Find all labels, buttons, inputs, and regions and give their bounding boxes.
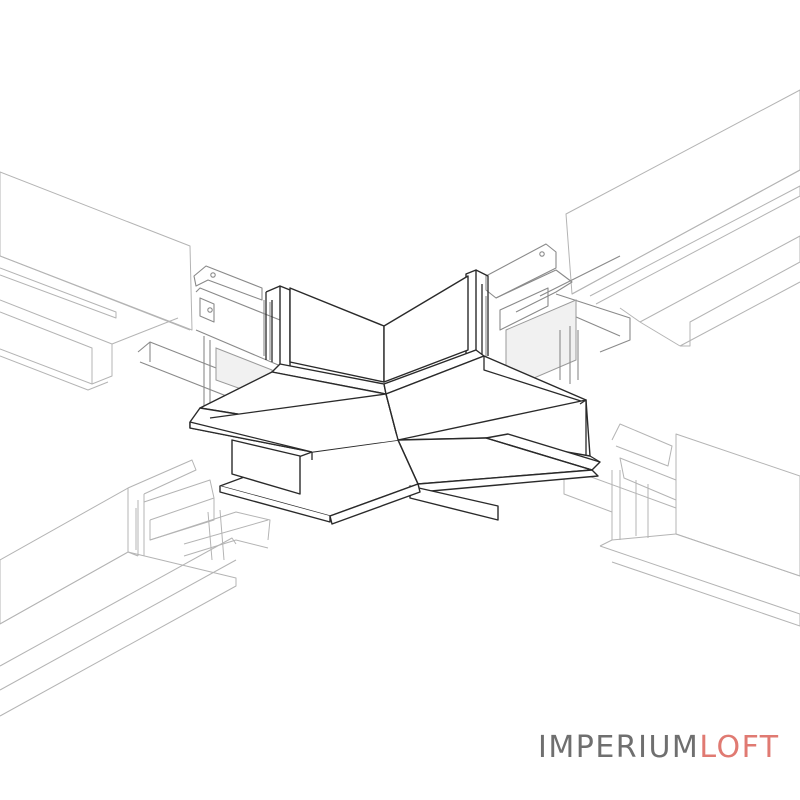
brand-logo-part-imperium: IMPERIUM (538, 730, 700, 765)
brand-logo: IMPERIUMLOFT (538, 733, 780, 763)
profile-top-left (0, 171, 193, 391)
x-connector-top-plate (189, 393, 593, 485)
profile-bottom-left (0, 459, 271, 717)
clip-assembly-right (485, 243, 631, 391)
profile-top-right (565, 89, 800, 347)
brand-logo-part-loft: LOFT (699, 730, 780, 765)
profile-bottom-right (563, 423, 800, 627)
